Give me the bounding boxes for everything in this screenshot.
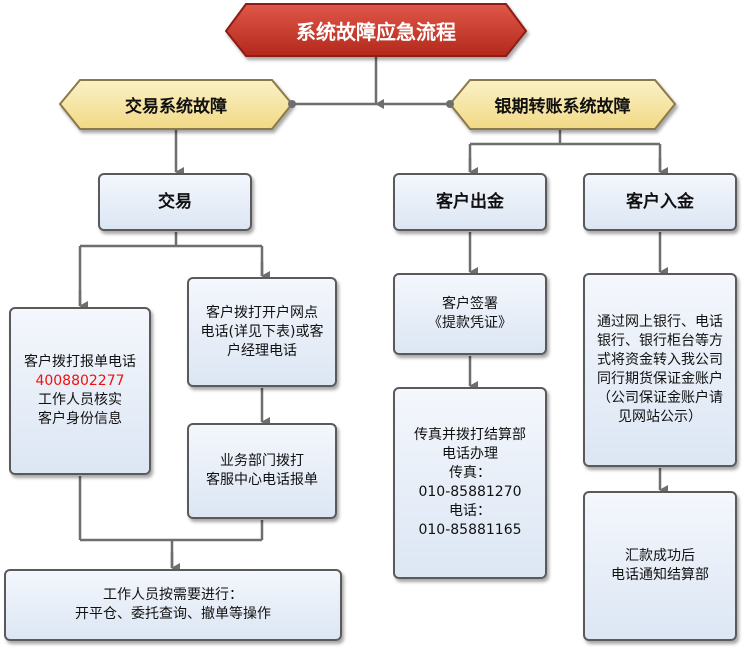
fax-label: 传真： <box>449 465 491 481</box>
staff-ops-line: 工作人员按需要进行： <box>103 587 243 603</box>
fax-number: 010-85881270 <box>418 484 522 500</box>
phone-label: 电话： <box>449 503 491 519</box>
fax-settlement-line: 传真并拨打结算部 <box>414 427 526 443</box>
node-dept-call: 业务部门拨打 客服中心电话报单 <box>187 423 337 519</box>
node-deposit-label: 客户入金 <box>626 191 694 212</box>
category-bank-transfer-label: 银期转账系统故障 <box>494 97 631 117</box>
call-report-line: 客户拨打报单电话 <box>24 354 136 370</box>
notify-settlement-line: 电话通知结算部 <box>611 567 709 583</box>
call-report-line: 客户身份信息 <box>38 411 122 427</box>
transfer-funds-line: 式将资金转入我公司 <box>597 352 723 368</box>
dept-call-line: 客服中心电话报单 <box>206 472 318 488</box>
sign-voucher-line: 《提款凭证》 <box>428 315 512 331</box>
node-staff-ops: 工作人员按需要进行： 开平仓、委托查询、撤单等操作 <box>4 569 342 641</box>
hotline-number: 4008802277 <box>35 373 125 389</box>
node-call-report: 客户拨打报单电话 4008802277 工作人员核实 客户身份信息 <box>9 307 151 475</box>
transfer-funds-line: 见网站公示） <box>618 409 702 425</box>
sign-voucher-line: 客户签署 <box>442 296 498 312</box>
category-bank-transfer-shape <box>448 79 677 130</box>
phone-number: 010-85881165 <box>418 522 522 538</box>
connectors <box>78 57 668 573</box>
node-sign-voucher: 客户签署 《提款凭证》 <box>393 273 547 355</box>
page-title: 系统故障应急流程 <box>296 19 456 44</box>
node-call-branch: 客户拨打开户网点 电话(详见下表)或客 户经理电话 <box>187 277 337 387</box>
dept-call-line: 业务部门拨打 <box>220 453 304 469</box>
category-trading-label: 交易系统故障 <box>125 97 227 117</box>
node-withdraw-label: 客户出金 <box>436 191 504 212</box>
transfer-funds-line: 通过网上银行、电话 <box>597 314 723 330</box>
call-branch-line: 电话(详见下表)或客 <box>200 323 324 340</box>
staff-ops-line: 开平仓、委托查询、撤单等操作 <box>75 606 271 622</box>
node-deposit: 客户入金 <box>583 173 737 231</box>
node-transfer-funds: 通过网上银行、电话 银行、银行柜台等方 式将资金转入我公司 同行期货保证金账户 … <box>583 273 737 467</box>
transfer-funds-line: 银行、银行柜台等方 <box>597 333 723 349</box>
connector-merge-to-ops <box>78 476 264 568</box>
notify-settlement-line: 汇款成功后 <box>625 548 695 564</box>
connector-dot-left <box>288 100 296 108</box>
title-shape <box>224 3 528 57</box>
transfer-funds-line: （公司保证金账户请 <box>597 390 723 406</box>
call-branch-line: 户经理电话 <box>227 342 297 359</box>
call-report-line: 工作人员核实 <box>38 392 122 408</box>
node-trading: 交易 <box>98 173 252 231</box>
node-withdraw: 客户出金 <box>393 173 547 231</box>
node-trading-label: 交易 <box>158 191 192 212</box>
call-branch-line: 客户拨打开户网点 <box>206 304 318 321</box>
connector-trading-split <box>78 232 264 306</box>
node-notify-settlement: 汇款成功后 电话通知结算部 <box>583 491 737 641</box>
fax-settlement-line: 电话办理 <box>442 446 498 462</box>
transfer-funds-line: 同行期货保证金账户 <box>597 371 723 387</box>
node-fax-settlement: 传真并拨打结算部 电话办理 传真： 010-85881270 电话： 010-8… <box>393 387 547 579</box>
connector-bank-category-split <box>468 130 662 172</box>
connector-dot-right <box>446 100 454 108</box>
